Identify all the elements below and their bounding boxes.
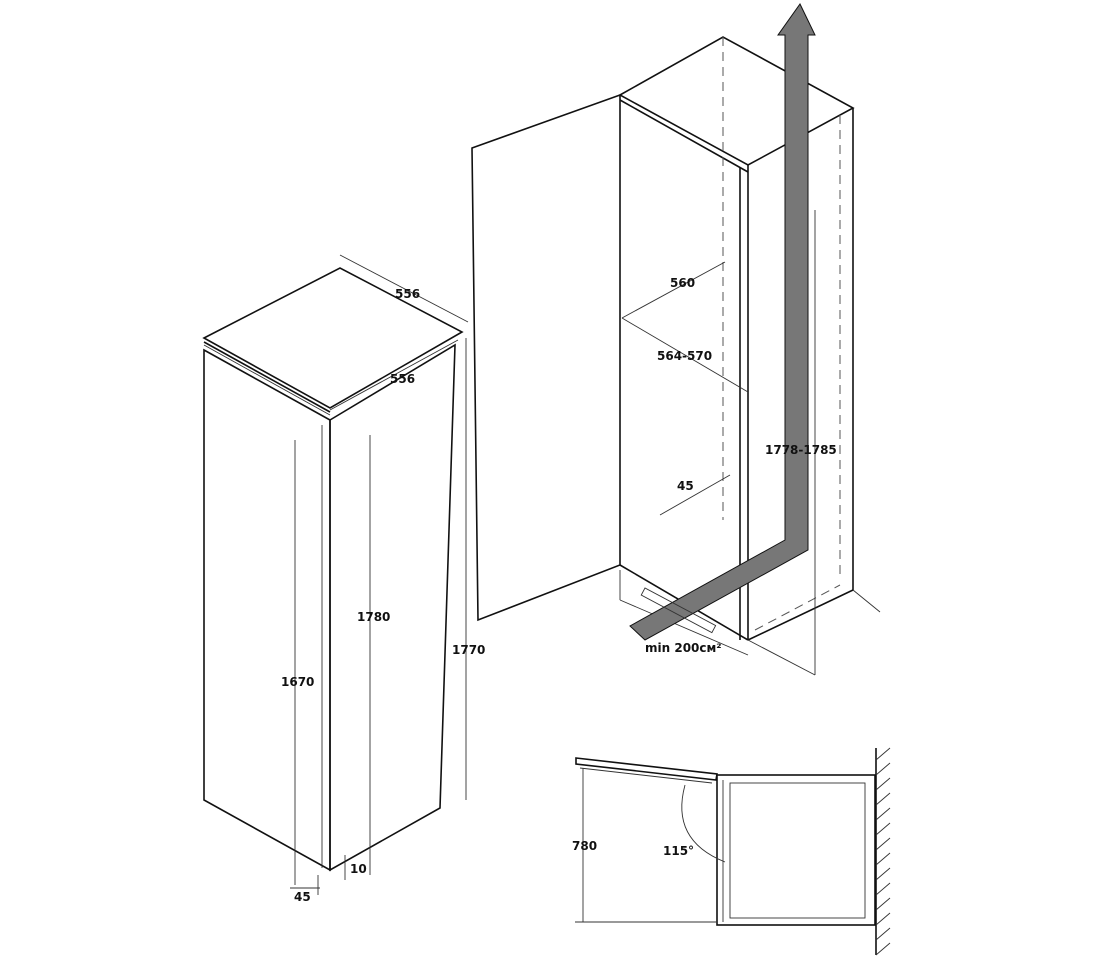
label-niche-door-offset: 45: [677, 479, 694, 493]
label-door-offset: 45: [294, 890, 311, 904]
label-height-side: 1770: [452, 643, 485, 657]
airflow-arrow: [629, 3, 816, 641]
freestanding-appliance: [202, 254, 469, 895]
label-depth: 556: [390, 372, 415, 386]
label-height-total: 1780: [357, 610, 390, 624]
label-niche-width: 560: [670, 276, 695, 290]
label-door-angle: 115°: [663, 844, 694, 858]
label-niche-width-range: 564-570: [657, 349, 712, 363]
label-ventilation: min 200см²: [645, 641, 722, 655]
label-foot: 10: [350, 862, 367, 876]
label-depth-clearance: 780: [572, 839, 597, 853]
label-width: 556: [395, 287, 420, 301]
label-niche-height-range: 1778-1785: [765, 443, 837, 457]
label-height-body: 1670: [281, 675, 314, 689]
top-view: [575, 747, 891, 956]
